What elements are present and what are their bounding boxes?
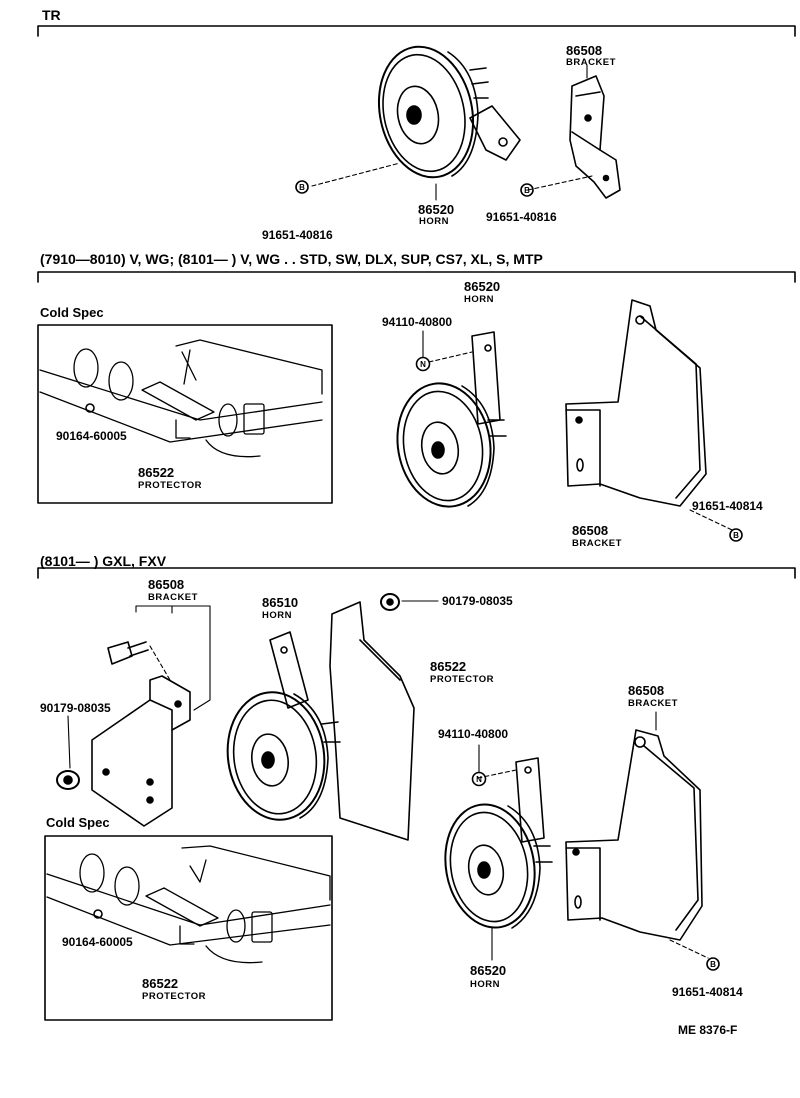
part-name-protector: PROTECTOR [430,674,494,685]
part-number-clip: 90164-60005 [62,935,133,949]
nut-090-top-illustration [380,593,400,611]
part-number-horn: 86520 [470,963,507,978]
part-number-nut: 94110-40800 [438,727,509,741]
section-title-std: (7910—8010) V, WG; (8101— ) V, WG . . ST… [40,251,543,267]
part-name-horn: HORN [419,216,449,227]
symbol-letter-n: N [476,775,482,784]
clip-symbol [85,403,95,413]
part-number-bolt: 91651-40816 [262,228,333,242]
bracket-std-illustration [565,299,707,507]
bracket-gxl-illustration [91,675,191,827]
protector-illustration [329,601,415,841]
part-number-horn: 86520 [464,279,501,294]
horn-tr-illustration [377,45,521,179]
clip-symbol [93,909,103,919]
bracket-lower-illustration [565,729,703,941]
part-number-clip: 90164-60005 [56,429,127,443]
part-name-horn: HORN [464,294,494,305]
part-name-protector: PROTECTOR [138,480,202,491]
part-number-nut: 90179-08035 [40,701,111,715]
diagram-code: ME 8376-F [678,1023,738,1037]
part-number-protector: 86522 [142,976,179,991]
cold-spec-label: Cold Spec [40,305,104,320]
part-name-bracket: BRACKET [628,698,678,709]
symbol-letter-b: B [733,531,739,540]
part-number-bolt: 91651-40814 [692,499,763,513]
symbol-letter-n: N [420,360,426,369]
horn-lower-illustration [444,757,553,929]
section-rule-3 [37,567,796,579]
bolt-b-symbol [520,183,534,197]
bolt-b2-symbol [706,957,720,971]
part-name-bracket: BRACKET [572,538,622,549]
part-name-bracket: BRACKET [148,592,198,603]
part-name-horn: HORN [470,979,500,990]
section-title-tr: TR [42,7,61,23]
cold-spec-box [37,324,333,504]
horn-gxl-illustration [226,631,341,821]
part-number-bracket: 86508 [148,577,185,592]
part-number-bracket: 86508 [572,523,609,538]
leader-line [527,175,593,191]
leader-line [149,645,171,681]
part-number-nut: 94110-40800 [382,315,453,329]
part-number-horn: 86520 [418,202,455,217]
cold-spec-bumper-illustration [46,845,331,964]
part-number-protector: 86522 [430,659,467,674]
leader-line [669,939,709,959]
part-number-protector: 86522 [138,465,175,480]
bolt-b2-symbol [729,528,743,542]
part-name-protector: PROTECTOR [142,991,206,1002]
part-number-nut: 90179-08035 [442,594,513,608]
section-title-gxl: (8101— ) GXL, FXV [40,553,167,569]
leader-line [689,509,733,531]
bracket-leader [135,605,211,711]
nut-090-illustration [56,770,80,790]
part-number-bracket: 86508 [628,683,665,698]
part-number-bolt: 91651-40816 [486,210,557,224]
part-number-horn: 86510 [262,595,299,610]
cold-spec-bumper-illustration [39,339,323,458]
part-name-bracket: BRACKET [566,57,616,68]
section-rule-1 [37,25,796,37]
section-rule-2 [37,271,796,283]
leader-line [67,715,71,769]
bolt-illustration [107,641,149,665]
bracket-tr-illustration [569,75,621,199]
symbol-letter-b: B [710,960,716,969]
part-number-bolt: 91651-40814 [672,985,743,999]
leader-line [311,162,401,187]
part-name-horn: HORN [262,610,292,621]
leader-line [428,351,473,363]
cold-spec-label: Cold Spec [46,815,110,830]
symbol-letter-b: B [524,186,530,195]
symbol-letter-b: B [299,183,305,192]
bolt-b-symbol [295,180,309,194]
part-number-bracket: 86508 [566,43,603,58]
horn-std-illustration [396,331,507,508]
cold-spec-box [44,835,333,1021]
